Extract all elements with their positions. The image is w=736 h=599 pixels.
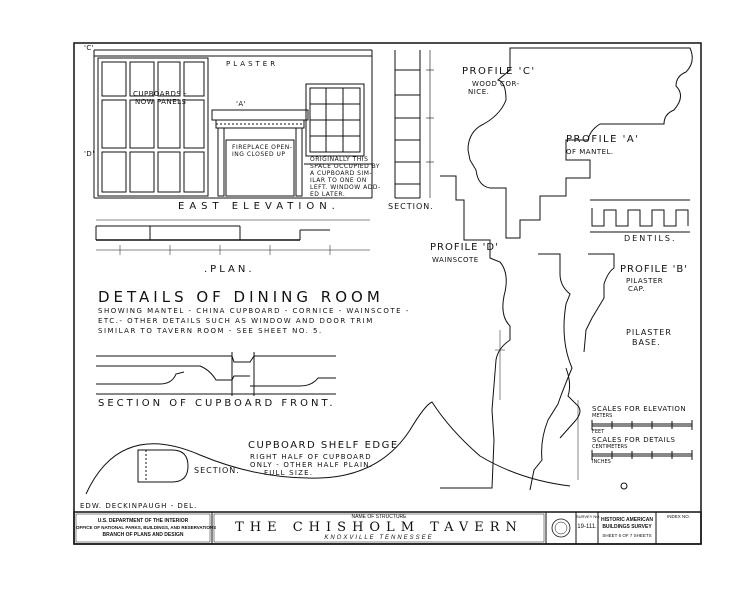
profile-d-outline <box>440 175 511 489</box>
shelf-section-label: SECTION. <box>194 466 240 475</box>
scale-bars <box>591 420 693 460</box>
profile-a-title: PROFILE 'A' <box>566 134 640 145</box>
title-block-frame <box>73 511 702 545</box>
index-no-label: INDEX NO. <box>666 514 690 519</box>
fireplace-label-1: FIREPLACE OPEN- <box>232 144 293 151</box>
scale-feet-label: FEET <box>592 429 605 435</box>
profile-b-pilaster <box>583 253 615 353</box>
habs-line-2: BUILDINGS SURVEY <box>602 524 652 530</box>
sheet-number: SHEET 6 OF 7 SHEETS <box>602 533 652 538</box>
scales-details-label: SCALES FOR DETAILS <box>592 436 676 444</box>
scale-meters-label: METERS <box>592 413 613 419</box>
main-title: DETAILS OF DINING ROOM <box>98 288 384 306</box>
scale-centimeters-label: CENTIMETERS <box>592 444 628 450</box>
description-line-1: SHOWING MANTEL - CHINA CUPBOARD - CORNIC… <box>98 307 410 315</box>
pilaster-base-outline <box>559 367 581 439</box>
cupboard-front-section <box>96 352 336 396</box>
cupboards-label-1: CUPBOARDS - <box>133 90 188 98</box>
originally-label-5: LEFT. WINDOW ADD- <box>310 184 381 191</box>
section-drawing <box>394 50 434 199</box>
survey-no-value: 19-111. <box>577 524 597 530</box>
marker-d: 'D' <box>84 150 95 158</box>
description-line-3: SIMILAR TO TAVERN ROOM - SEE SHEET NO. 5… <box>98 327 323 335</box>
profile-a-sub: OF MANTEL. <box>566 148 614 156</box>
shelf-section-shape <box>137 449 189 483</box>
east-elevation-drawing <box>93 49 373 199</box>
dentils-label: DENTILS. <box>624 234 677 243</box>
shelf-edge-sub-2: ONLY - OTHER HALF PLAIN. <box>250 461 374 469</box>
originally-label-1: ORIGINALLY THIS <box>310 156 369 163</box>
dept-line-2: OFFICE OF NATIONAL PARKS, BUILDINGS, AND… <box>76 525 217 530</box>
plan-drawing <box>95 219 370 255</box>
pilaster-base-1: PILASTER <box>626 328 672 337</box>
profile-a-mantel-outline <box>529 253 573 491</box>
originally-label-2: SPACE OCCUPIED BY <box>310 163 381 170</box>
profile-b-sub-2: CAP. <box>628 285 646 293</box>
shelf-edge-sub-3: FULL SIZE. <box>264 469 314 477</box>
profile-c-title: PROFILE 'C' <box>462 66 536 77</box>
delineator-label: EDW. DECKINPAUGH - DEL. <box>80 502 198 510</box>
survey-no-label: SURVEY NO. <box>576 514 601 519</box>
cupboards-label-2: NOW PANELS <box>135 98 187 106</box>
east-elevation-caption: EAST ELEVATION. <box>178 201 340 212</box>
profile-b-sub-1: PILASTER <box>626 277 664 285</box>
scale-inches-label: INCHES <box>592 459 611 465</box>
plan-caption: .PLAN. <box>204 264 255 275</box>
structure-location: KNOXVILLE TENNESSEE <box>324 535 434 541</box>
shelf-edge-sub-1: RIGHT HALF OF CUPBOARD <box>250 453 372 461</box>
name-of-structure-label: NAME OF STRUCTURE <box>351 514 407 520</box>
dept-line-3: BRANCH OF PLANS AND DESIGN <box>102 532 184 538</box>
originally-label-3: A CUPBOARD SIM- <box>310 170 373 177</box>
shelf-edge-title: CUPBOARD SHELF EDGE <box>248 440 399 451</box>
profile-d-sub: WAINSCOTE <box>432 256 479 264</box>
pilaster-base-2: BASE. <box>632 338 661 347</box>
profile-b-title: PROFILE 'B' <box>620 264 688 275</box>
originally-label-4: ILAR TO ONE ON <box>310 177 367 184</box>
dept-line-1: U.S. DEPARTMENT OF THE INTERIOR <box>97 518 189 524</box>
scales-elevation-label: SCALES FOR ELEVATION <box>592 405 687 413</box>
fireplace-label-2: ING CLOSED UP <box>232 151 286 158</box>
description-line-2: ETC.- OTHER DETAILS SUCH AS WINDOW AND D… <box>98 317 374 325</box>
habs-line-1: HISTORIC AMERICAN <box>601 517 653 523</box>
plaster-label: PLASTER <box>226 60 279 68</box>
dentils-outline <box>591 208 689 227</box>
marker-a: 'A' <box>236 100 247 108</box>
section-caption: SECTION. <box>388 202 434 211</box>
structure-name: THE CHISHOLM TAVERN <box>235 520 523 535</box>
profile-c-a-outline <box>467 47 693 239</box>
originally-label-6: ED LATER. <box>310 191 346 198</box>
profile-d-title: PROFILE 'D' <box>430 242 499 253</box>
shelf-edge-curve <box>85 401 571 495</box>
cupboard-front-caption: SECTION OF CUPBOARD FRONT. <box>98 398 336 409</box>
profile-c-sub-1: WOOD COR- <box>472 80 520 88</box>
marker-c: 'C' <box>84 44 95 52</box>
north-mark <box>620 482 628 490</box>
profile-c-sub-2: NICE. <box>468 88 490 96</box>
